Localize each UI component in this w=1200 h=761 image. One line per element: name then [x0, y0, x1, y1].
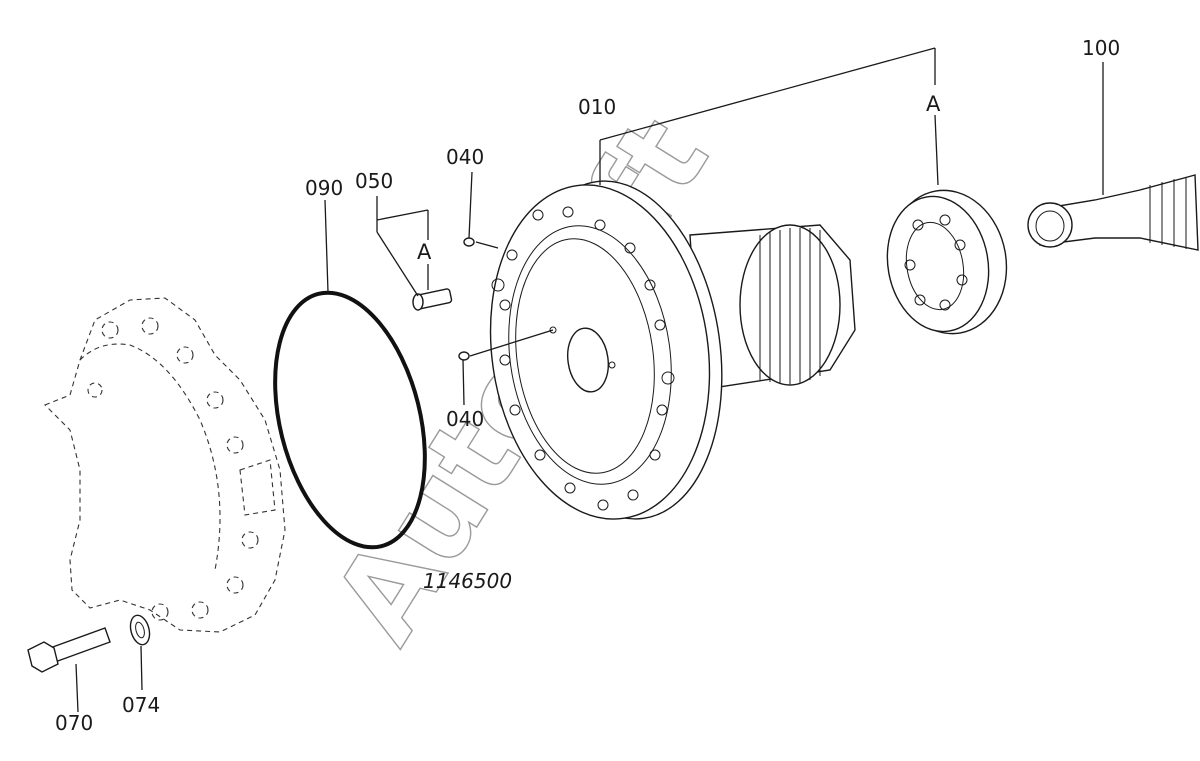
reference-a-right: A — [926, 92, 941, 116]
plug-040-top — [463, 237, 475, 247]
drawing-number: 1146500 — [423, 569, 512, 593]
phantom-housing — [44, 297, 286, 633]
leader-lines — [75, 47, 1104, 713]
hub-010 — [489, 180, 856, 520]
o-ring-090 — [273, 290, 427, 550]
fitting-050 — [412, 288, 453, 311]
label-070: 070 — [55, 711, 93, 735]
reference-a-left: A — [417, 240, 432, 264]
shaft-100 — [1027, 174, 1199, 251]
label-090: 090 — [305, 176, 343, 200]
label-040-top: 040 — [446, 145, 484, 169]
bearing-ring-a — [886, 189, 1008, 335]
label-010: 010 — [578, 95, 616, 119]
label-100: 100 — [1082, 36, 1120, 60]
label-074: 074 — [122, 693, 160, 717]
washer-074 — [129, 614, 151, 646]
plug-040-bottom — [458, 351, 470, 361]
bolt-070 — [27, 627, 111, 673]
label-040-bottom: 040 — [446, 407, 484, 431]
label-050: 050 — [355, 169, 393, 193]
